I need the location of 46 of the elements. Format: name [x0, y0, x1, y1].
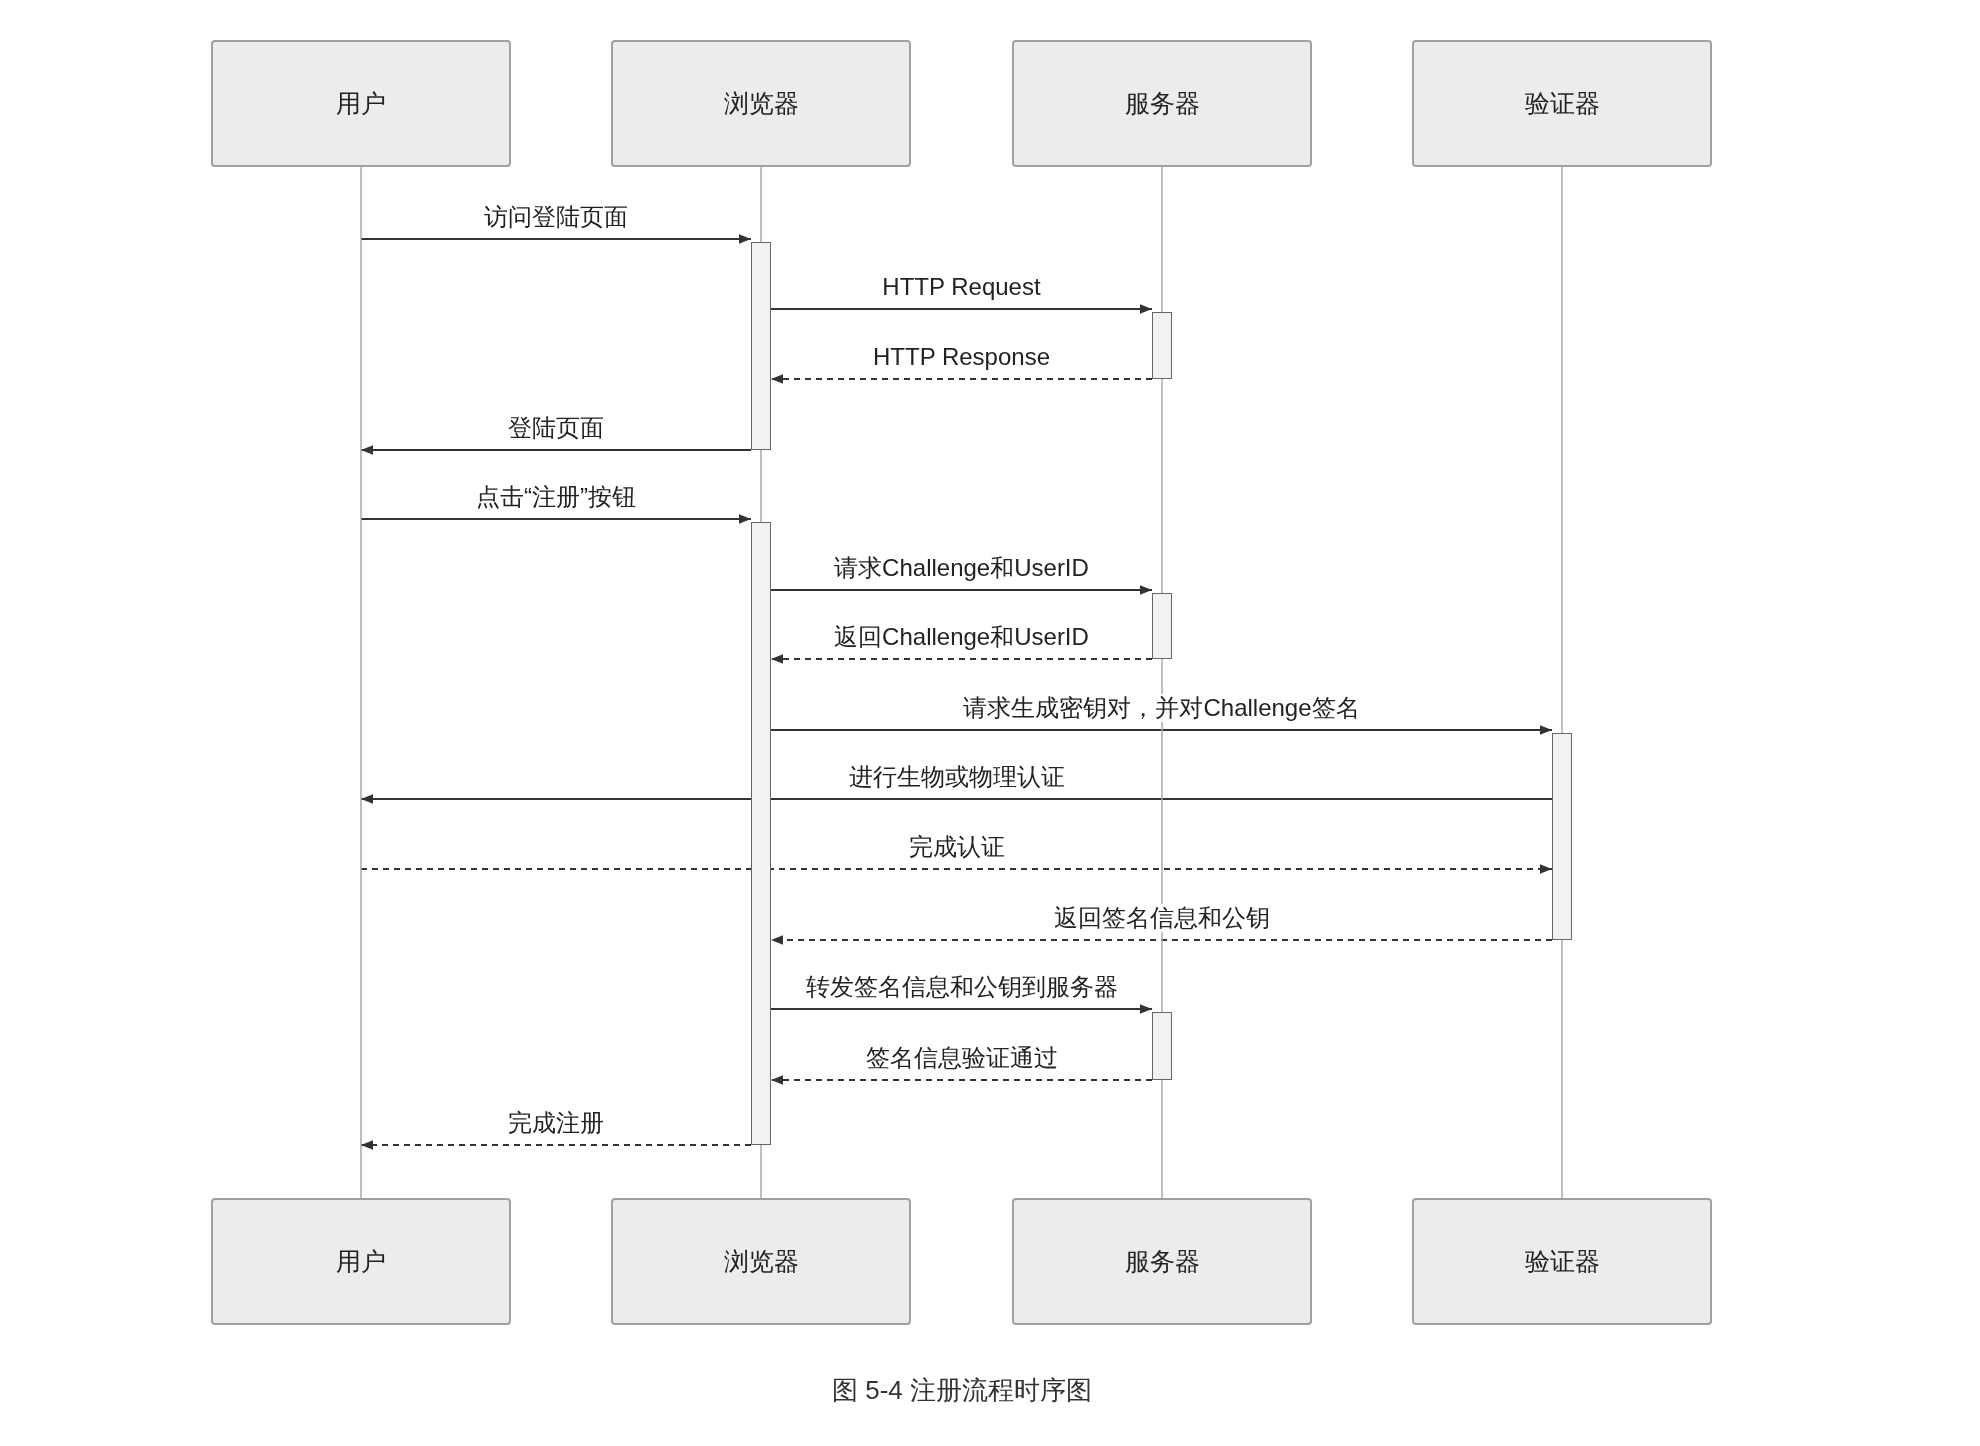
message-arrow	[360, 1140, 752, 1150]
message-arrow	[770, 725, 1553, 735]
message-arrow	[770, 374, 1153, 384]
lifeline	[760, 166, 762, 243]
lifeline	[760, 1144, 762, 1199]
activation-bar	[1552, 733, 1572, 940]
message-arrow	[360, 794, 1553, 804]
message-arrow	[770, 1075, 1153, 1085]
participant-name: 用户	[336, 1245, 386, 1277]
activation-bar	[1152, 593, 1172, 659]
figure-caption: 图 5-4 注册流程时序图	[832, 1373, 1092, 1407]
message-arrow	[770, 654, 1153, 664]
message-arrow	[770, 1004, 1153, 1014]
participant-box	[211, 1198, 511, 1325]
participant-box	[1412, 40, 1712, 167]
activation-bar	[751, 242, 771, 450]
participant-name: 用户	[336, 87, 386, 119]
lifeline	[1161, 1079, 1163, 1199]
lifeline	[1561, 939, 1563, 1199]
participant-name: 浏览器	[723, 1245, 799, 1277]
participant-box	[611, 40, 911, 167]
message-arrow	[770, 585, 1153, 595]
message-arrow	[770, 304, 1153, 314]
lifeline	[1561, 166, 1563, 734]
participant-box	[1412, 1198, 1712, 1325]
participant-box	[1012, 1198, 1312, 1325]
message-arrow	[360, 514, 752, 524]
message-arrow	[770, 935, 1553, 945]
participant-name: 验证器	[1524, 87, 1600, 119]
participant-name: 服务器	[1124, 1245, 1200, 1277]
participant-name: 服务器	[1124, 87, 1200, 119]
lifeline	[1161, 166, 1163, 313]
message-arrow	[360, 445, 752, 455]
message-arrow	[360, 234, 752, 244]
lifeline	[360, 166, 362, 1199]
activation-bar	[1152, 1012, 1172, 1080]
activation-bar	[751, 522, 771, 1145]
lifeline	[1161, 378, 1163, 594]
participant-name: 浏览器	[723, 87, 799, 119]
lifeline	[760, 449, 762, 523]
participant-box	[1012, 40, 1312, 167]
participant-box	[211, 40, 511, 167]
participant-box	[611, 1198, 911, 1325]
activation-bar	[1152, 312, 1172, 379]
message-arrow	[360, 864, 1553, 874]
participant-name: 验证器	[1524, 1245, 1600, 1277]
